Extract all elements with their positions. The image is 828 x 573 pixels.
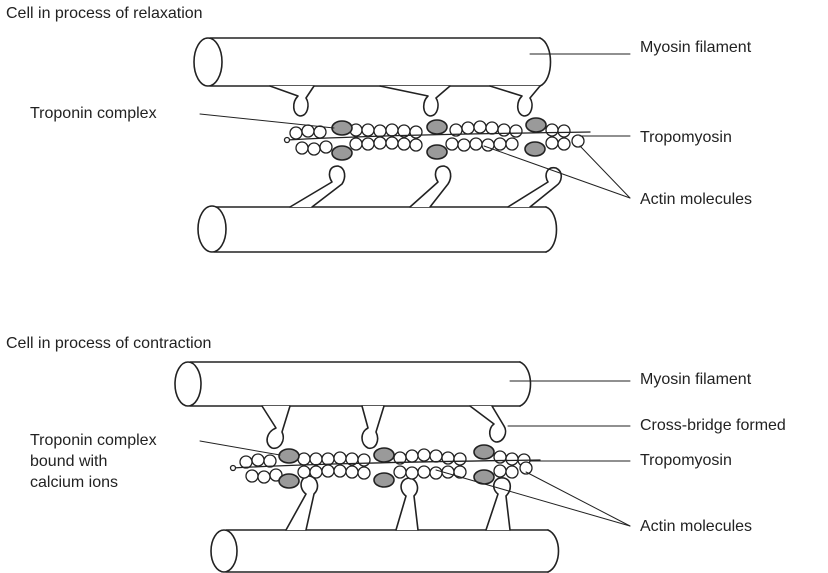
contraction-crossbridges-bottom: [286, 476, 510, 530]
relaxation-myosin-top: [194, 38, 551, 86]
relaxation-myosin-bottom: [198, 206, 557, 252]
relaxation-myosin-heads-bottom: [290, 166, 561, 207]
contraction-myosin-top: [175, 362, 531, 406]
contraction-myosin-bottom: [211, 530, 559, 572]
relaxation-myosin-heads-top: [270, 86, 540, 116]
contraction-crossbridges-top: [262, 406, 506, 448]
